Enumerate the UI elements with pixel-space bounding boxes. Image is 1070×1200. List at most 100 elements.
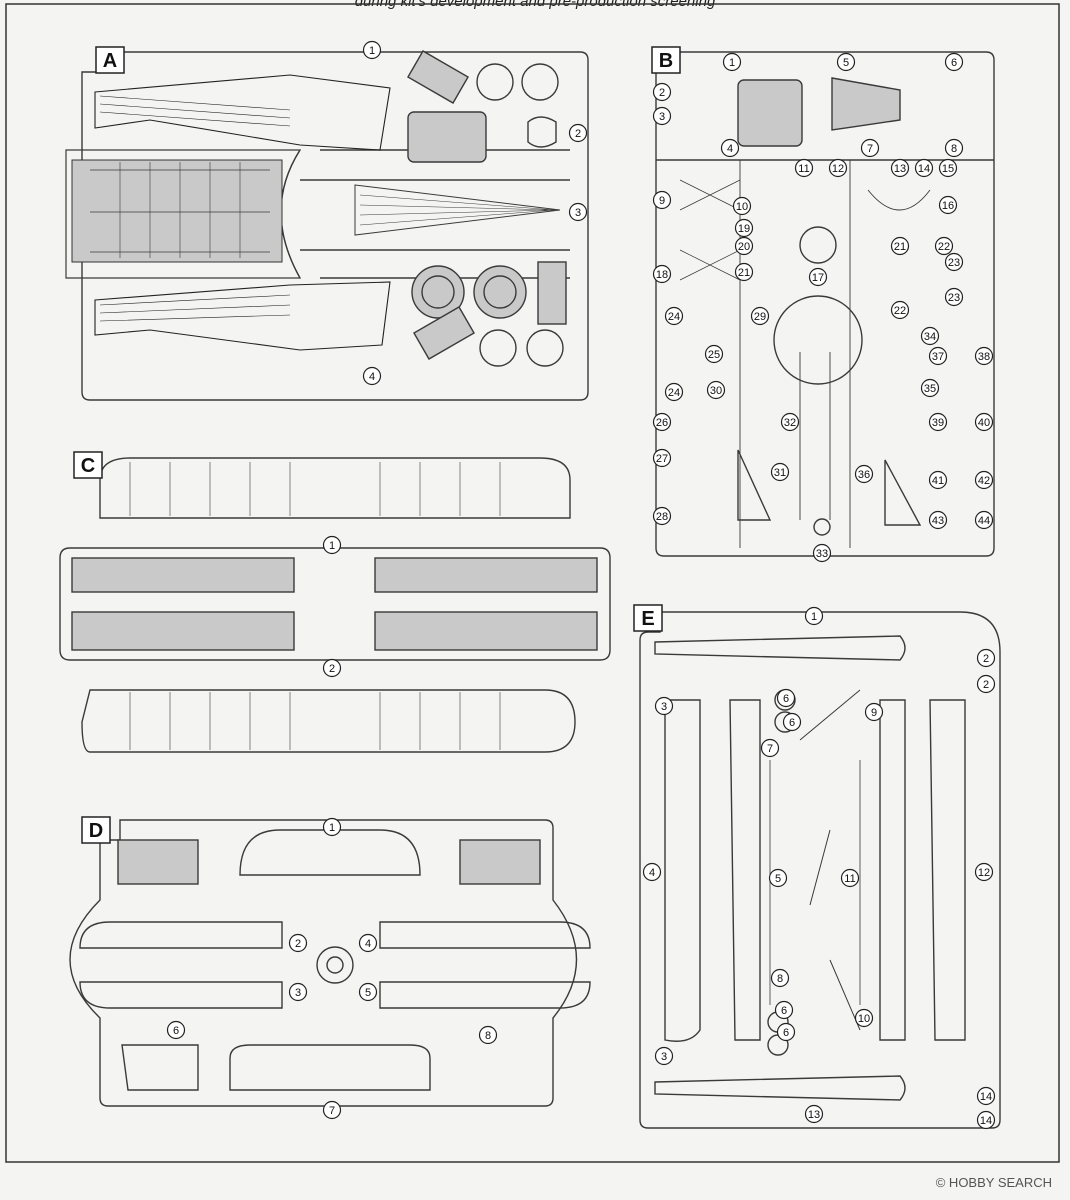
sprue-C-letter: C — [81, 455, 95, 477]
part-callout-number-b: 19 — [738, 223, 750, 235]
part-callout-number-b: 22 — [894, 305, 906, 317]
part-callout-number-e: 6 — [781, 1005, 787, 1017]
part-callout-number-b: 34 — [924, 331, 936, 343]
part-callout-circle — [890, 158, 910, 178]
sprue-C — [59, 457, 611, 753]
sprue-E-letter: E — [641, 608, 654, 630]
part-callout-circle — [720, 138, 740, 158]
part-callout-number-d: 1 — [329, 822, 335, 834]
part-callout-number-b: 17 — [812, 272, 824, 284]
sprue-B — [655, 51, 995, 557]
part-callout-circle — [928, 412, 948, 432]
part-callout-circle — [722, 52, 742, 72]
part-callout-number-b: 25 — [708, 349, 720, 361]
part-callout-number-e: 12 — [978, 867, 990, 879]
part-callout-number-e: 2 — [983, 679, 989, 691]
part-callout-circle — [976, 648, 996, 668]
part-callout-number-e: 8 — [777, 973, 783, 985]
part-callout-circle — [288, 982, 308, 1002]
sprue-E — [639, 611, 1001, 1129]
part-callout-circle — [974, 346, 994, 366]
part-callout-circle — [840, 868, 860, 888]
part-callout-circle — [974, 412, 994, 432]
part-callout-number-b: 10 — [736, 201, 748, 213]
part-callout-number-b: 1 — [729, 57, 735, 69]
part-callout-circle — [914, 158, 934, 178]
part-callout-circle — [928, 470, 948, 490]
part-callout-number-d: 5 — [365, 987, 371, 999]
part-callout-number-e: 4 — [649, 867, 655, 879]
part-callout-number-e: 3 — [661, 1051, 667, 1063]
part-callout-circle — [654, 1046, 674, 1066]
part-callout-circle — [652, 106, 672, 126]
part-callout-circle — [322, 535, 342, 555]
part-callout-number-b: 28 — [656, 511, 668, 523]
part-callout-number-e: 14 — [980, 1091, 992, 1103]
part-callout-number-b: 27 — [656, 453, 668, 465]
part-callout-circle — [166, 1020, 186, 1040]
part-callout-circle — [804, 606, 824, 626]
part-callout-circle — [890, 300, 910, 320]
part-callout-circle — [776, 1022, 796, 1042]
part-callout-circle — [362, 366, 382, 386]
part-callout-circle — [944, 252, 964, 272]
part-callout-circle — [652, 190, 672, 210]
sprue-D-labels: D — [81, 816, 111, 844]
part-callout-circle — [654, 696, 674, 716]
part-callout-circle — [776, 688, 796, 708]
part-callout-circle — [652, 506, 672, 526]
header-caption: during kit's development and pre-product… — [354, 0, 716, 10]
part-callout-circle — [322, 1100, 342, 1120]
part-callout-number-b: 37 — [932, 351, 944, 363]
part-callout-circle — [976, 674, 996, 694]
fuselage-upper — [94, 74, 391, 151]
part-callout-number-b: 20 — [738, 241, 750, 253]
part-callout-number-b: 6 — [951, 57, 957, 69]
part-callout-circle — [734, 262, 754, 282]
part-callout-number-b: 15 — [942, 163, 954, 175]
part-callout-circle — [920, 378, 940, 398]
part-callout-circle — [944, 52, 964, 72]
part-callout-number-b: 11 — [798, 163, 809, 175]
part-callout-number-b: 23 — [948, 292, 960, 304]
part-callout-number-e: 10 — [858, 1013, 870, 1025]
part-callout-number-e: 13 — [808, 1109, 820, 1121]
part-callout-circle — [734, 218, 754, 238]
part-callout-circle — [780, 412, 800, 432]
part-callout-number-b: 36 — [858, 469, 870, 481]
part-callout-circle — [322, 658, 342, 678]
part-callout-circle — [974, 510, 994, 530]
part-callout-circle — [732, 196, 752, 216]
part-callout-circle — [854, 1008, 874, 1028]
part-callout-number-b: 30 — [710, 385, 722, 397]
part-callout-number-b: 13 — [894, 163, 906, 175]
part-callout-number-e: 5 — [775, 873, 781, 885]
part-callout-circle — [322, 817, 342, 837]
part-callout-number-b: 24 — [668, 311, 680, 323]
sprue-B-letter: B — [659, 50, 673, 72]
part-callout-circle — [288, 933, 308, 953]
part-callout-number-c: 2 — [329, 663, 335, 675]
part-callout-number-d: 7 — [329, 1105, 335, 1117]
part-callout-number-b: 40 — [978, 417, 990, 429]
part-callout-circle — [750, 306, 770, 326]
part-callout-circle — [928, 346, 948, 366]
part-callout-number-b: 41 — [932, 475, 944, 487]
part-callout-circle — [652, 412, 672, 432]
sprue-C-labels: C — [73, 451, 103, 479]
part-callout-number-a: 2 — [575, 128, 581, 140]
part-callout-number-d: 8 — [485, 1030, 491, 1042]
part-callout-circle — [812, 543, 832, 563]
part-callout-number-b: 12 — [832, 163, 844, 175]
part-callout-circle — [976, 1086, 996, 1106]
part-callout-circle — [934, 236, 954, 256]
part-callout-number-b: 26 — [656, 417, 668, 429]
part-callout-number-b: 32 — [784, 417, 796, 429]
part-callout-number-d: 3 — [295, 987, 301, 999]
part-callout-circle — [760, 738, 780, 758]
part-callout-number-b: 9 — [659, 195, 665, 207]
part-callout-number-b: 39 — [932, 417, 944, 429]
part-callout-circle — [854, 464, 874, 484]
